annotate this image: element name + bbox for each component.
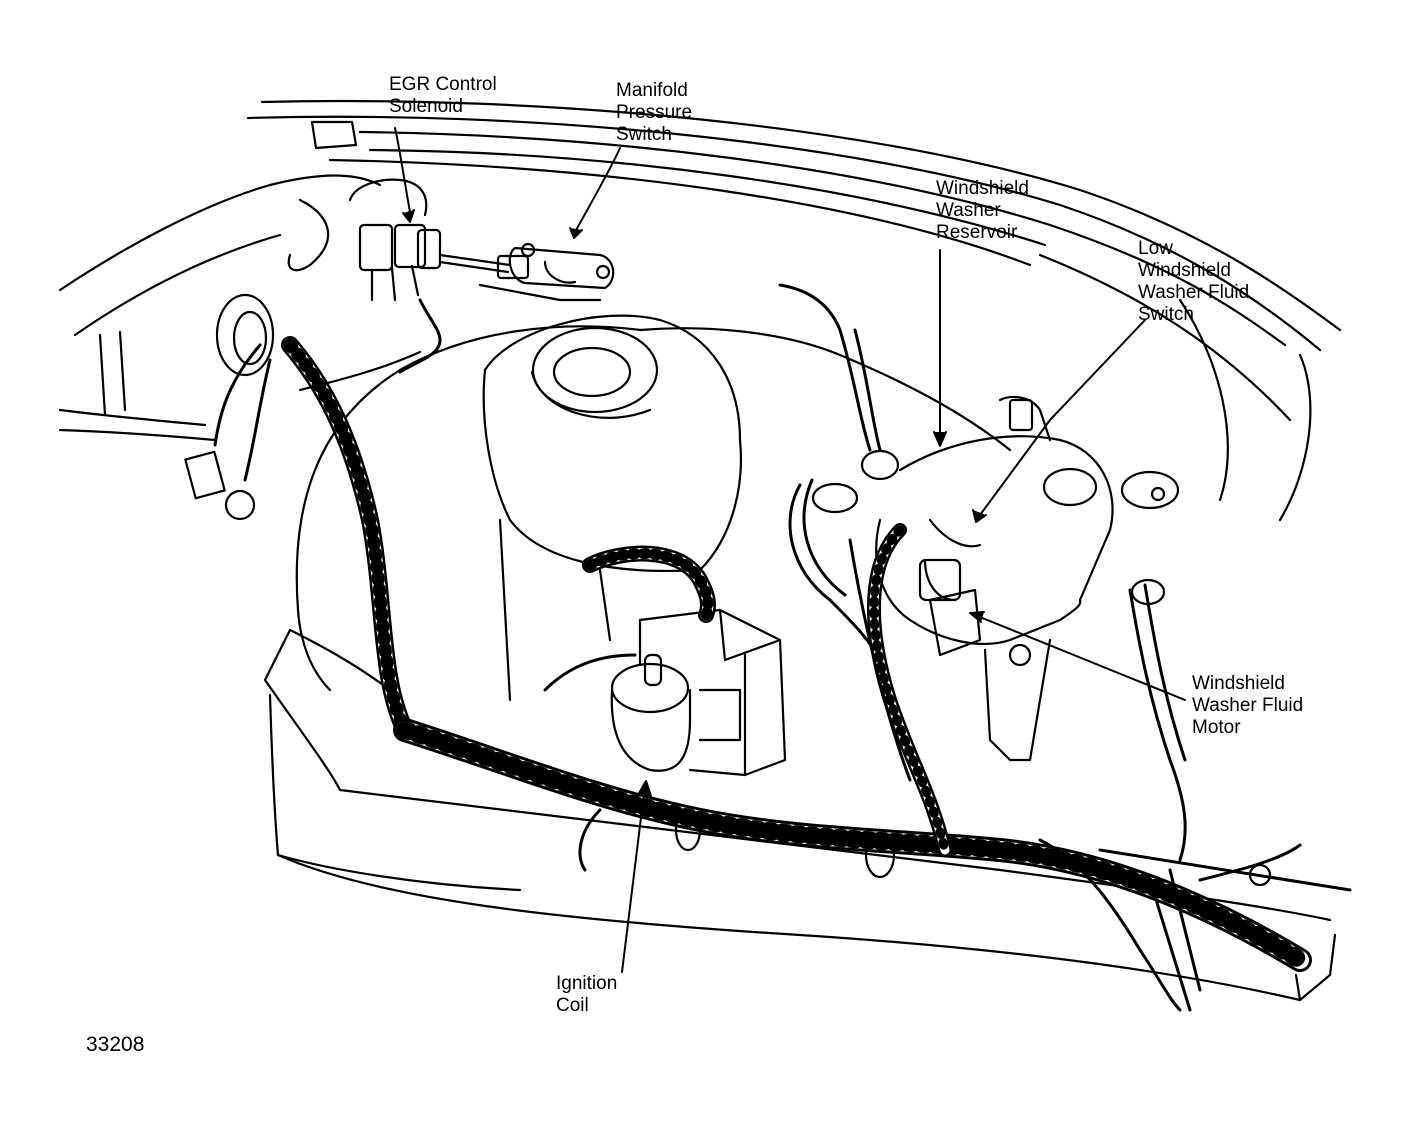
wire-harness-right	[848, 523, 952, 857]
front-panel	[263, 628, 1337, 1002]
motor-label-line-2: Washer Fluid	[1192, 695, 1304, 716]
manifold-label-line-3: Switch	[616, 124, 672, 145]
manifold-pressure-switch-label: Manifold Pressure Switch	[616, 80, 692, 146]
wire-harness-front	[393, 718, 1352, 1012]
strut-tower	[295, 314, 1012, 702]
egr-label-line-2: Solenoid	[389, 96, 463, 117]
coil-label-line-2: Coil	[556, 995, 589, 1016]
egr-solenoid-assembly	[298, 178, 530, 392]
low-fluid-switch-label: Low Windshield Washer Fluid Switch	[1138, 238, 1249, 326]
cowl-panel	[246, 99, 1342, 522]
egr-control-solenoid-label: EGR Control Solenoid	[389, 74, 497, 118]
low-fluid-label-line-1: Low	[1138, 238, 1173, 259]
egr-label-line-1: EGR Control	[389, 74, 497, 95]
manifold-label-line-2: Pressure	[616, 102, 693, 123]
motor-label-line-3: Motor	[1192, 717, 1241, 738]
washer-motor	[918, 558, 1032, 667]
ignition-coil	[543, 545, 787, 777]
manifold-pressure-switch	[478, 242, 615, 302]
figure-number: 33208	[86, 1033, 145, 1056]
reservoir-label-line-3: Reservoir	[936, 222, 1018, 243]
low-fluid-label-line-2: Windshield	[1138, 260, 1231, 281]
ignition-coil-label: Ignition Coil	[556, 973, 617, 1017]
leader-lines	[394, 127, 1186, 973]
wire-harness-left	[184, 293, 414, 739]
motor-label-line-1: Windshield	[1192, 673, 1285, 694]
manifold-label-line-1: Manifold	[616, 80, 688, 101]
low-fluid-label-line-4: Switch	[1138, 304, 1194, 325]
washer-hoses	[778, 283, 1187, 862]
washer-reservoir-label: Windshield Washer Reservoir	[936, 178, 1029, 244]
reservoir-label-line-2: Washer	[936, 200, 1001, 221]
washer-motor-label: Windshield Washer Fluid Motor	[1192, 673, 1303, 739]
left-fender	[58, 120, 382, 442]
washer-reservoir	[875, 395, 1180, 762]
coil-label-line-1: Ignition	[556, 973, 618, 994]
reservoir-label-line-1: Windshield	[936, 178, 1029, 199]
low-fluid-label-line-3: Washer Fluid	[1138, 282, 1250, 303]
